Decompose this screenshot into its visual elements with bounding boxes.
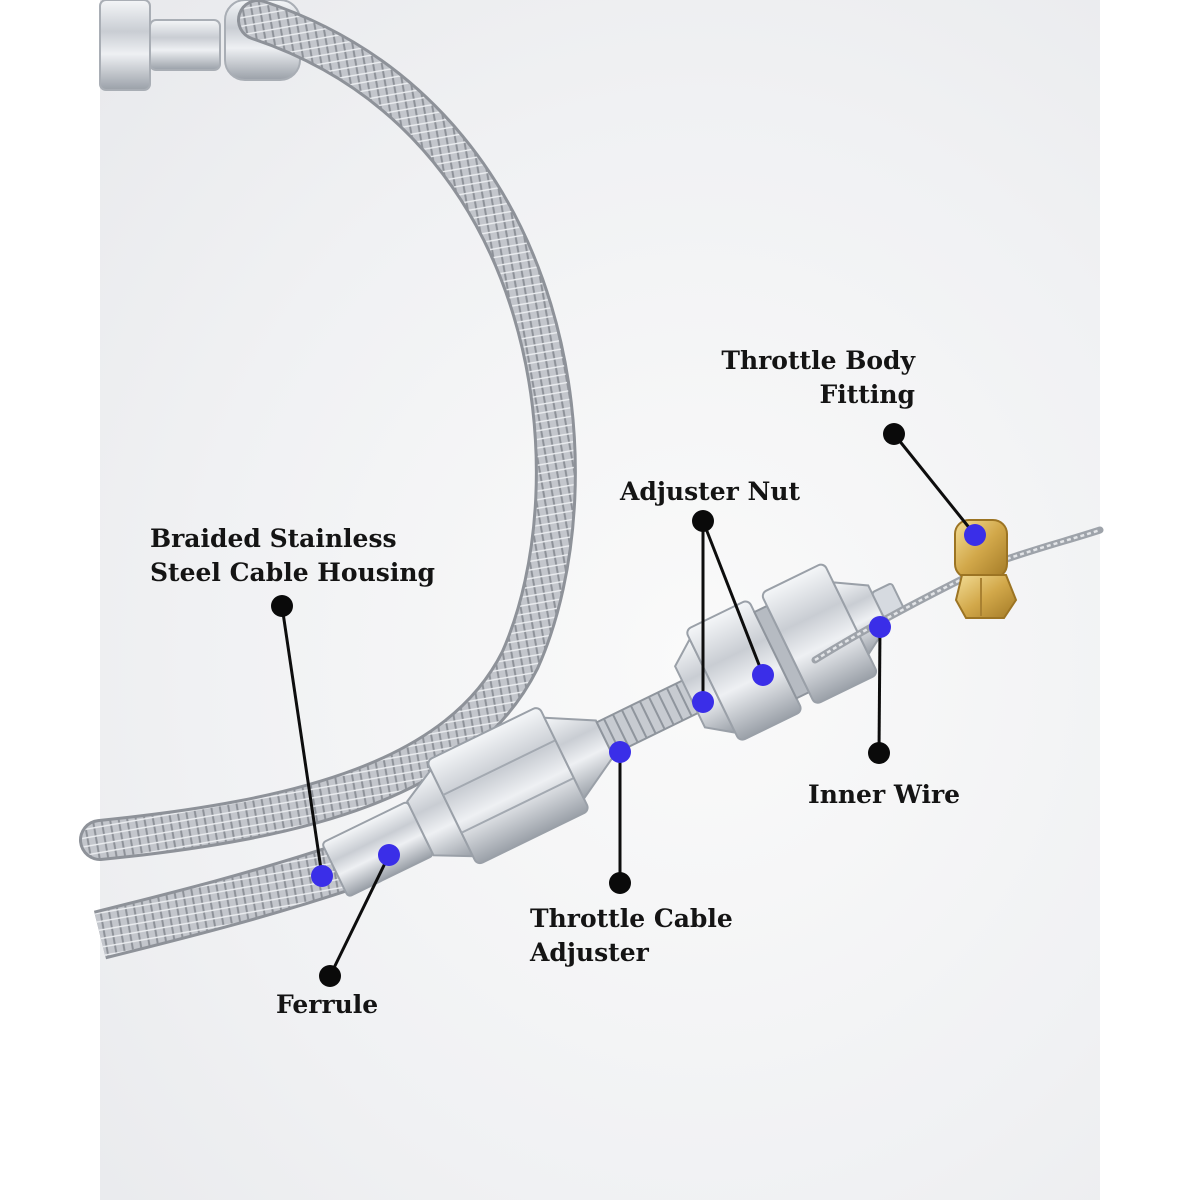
blue-dot-icon xyxy=(964,524,986,546)
label-line: Adjuster xyxy=(530,938,649,967)
leader-ferrule xyxy=(328,854,391,977)
black-dot-icon xyxy=(271,595,293,617)
label-throttle-cable-adjuster: Throttle Cable Adjuster xyxy=(530,902,733,970)
label-line: Inner Wire xyxy=(808,780,961,809)
blue-dot-icon xyxy=(692,691,714,713)
braided-housing-graphic xyxy=(79,0,577,960)
target-dots xyxy=(311,524,986,887)
label-throttle-body-fitting: Throttle Body Fitting xyxy=(700,344,915,412)
label-line: Ferrule xyxy=(276,990,379,1019)
black-dot-icon xyxy=(868,742,890,764)
black-dot-icon xyxy=(609,872,631,894)
label-line: Throttle Cable xyxy=(530,904,733,933)
label-line: Adjuster Nut xyxy=(620,477,801,506)
photo-backdrop xyxy=(100,0,1100,1200)
leader-adjuster-nut-2 xyxy=(701,520,765,676)
blue-dot-icon xyxy=(311,865,333,887)
leader-braided-housing xyxy=(280,605,324,877)
leader-inner-wire xyxy=(877,626,882,754)
leader-throttle-body-fitting xyxy=(892,433,977,536)
blue-dot-icon xyxy=(378,844,400,866)
label-line: Steel Cable Housing xyxy=(150,558,435,587)
leader-lines xyxy=(280,433,977,977)
label-line: Braided Stainless xyxy=(150,524,397,553)
blue-dot-icon xyxy=(609,741,631,763)
black-dot-icon xyxy=(692,510,714,532)
label-braided-stainless-steel-cable-housing: Braided Stainless Steel Cable Housing xyxy=(150,522,435,590)
fitting-assembly xyxy=(322,563,904,897)
label-inner-wire: Inner Wire xyxy=(808,778,960,812)
blue-dot-icon xyxy=(869,616,891,638)
label-line: Throttle Body xyxy=(721,346,915,375)
label-line: Fitting xyxy=(819,380,916,409)
anchor-dots xyxy=(271,423,905,987)
black-dot-icon xyxy=(883,423,905,445)
label-ferrule: Ferrule xyxy=(276,988,378,1022)
blue-dot-icon xyxy=(752,664,774,686)
label-adjuster-nut: Adjuster Nut xyxy=(620,475,800,509)
black-dot-icon xyxy=(319,965,341,987)
